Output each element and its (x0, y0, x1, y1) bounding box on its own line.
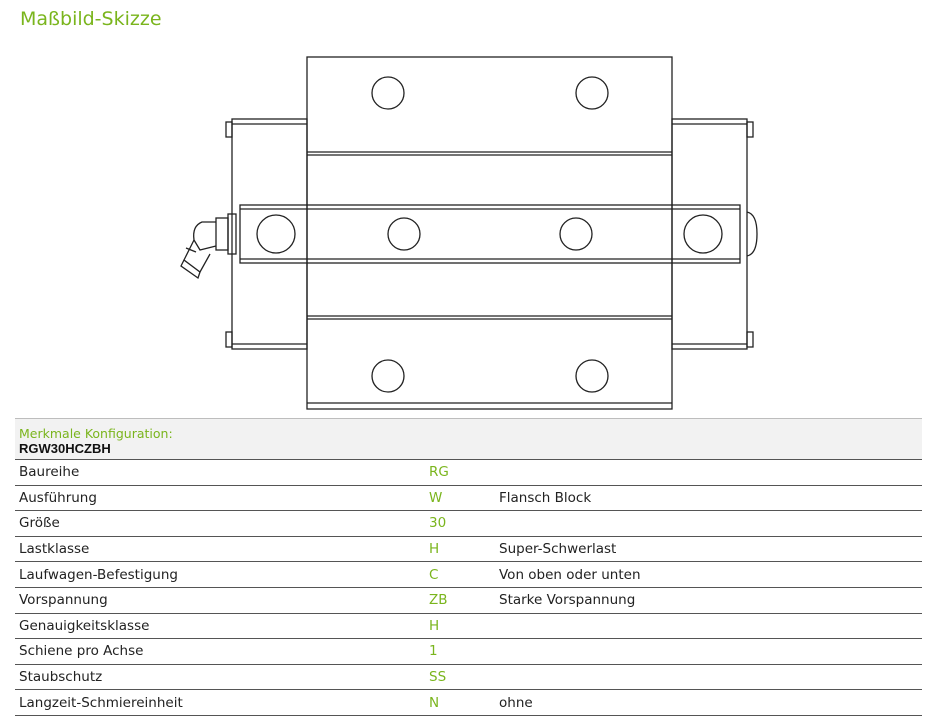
feature-name: Laufwagen-Befestigung (19, 566, 178, 583)
feature-code: H (429, 541, 440, 558)
table-row: Staubschutz SS (15, 665, 922, 691)
feature-name: Größe (19, 515, 60, 532)
feature-description: Flansch Block (499, 489, 592, 506)
feature-name: Lastklasse (19, 541, 90, 558)
feature-code: SS (429, 669, 447, 686)
feature-code: RG (429, 464, 449, 481)
table-row: Laufwagen-Befestigung C Von oben oder unte… (15, 562, 922, 588)
table-row: Ausführung W Flansch Block (15, 486, 922, 512)
feature-code: W (429, 489, 443, 506)
feature-code: C (429, 566, 439, 583)
mounting-hole (575, 76, 609, 110)
section-title: Maßbild-Skizze (20, 8, 162, 30)
configuration-table: Merkmale Konfiguration: RGW30HCZBH Baure… (15, 418, 922, 716)
feature-code: H (429, 617, 440, 634)
feature-code: 30 (429, 515, 447, 532)
rail-hole (559, 217, 593, 251)
feature-code: 1 (429, 643, 438, 660)
feature-code: ZB (429, 592, 448, 609)
end-cap-right (671, 118, 748, 350)
grease-nipple (180, 213, 237, 280)
feature-description: Starke Vorspannung (499, 592, 636, 609)
mounting-hole (575, 359, 609, 393)
mounting-hole (371, 359, 405, 393)
mounting-hole (371, 76, 405, 110)
table-row: Vorspannung ZB Starke Vorspannung (15, 588, 922, 614)
table-row: Genauigkeitsklasse H (15, 614, 922, 640)
feature-name: Schiene pro Achse (19, 643, 144, 660)
feature-code: N (429, 694, 440, 711)
configuration-header: Merkmale Konfiguration: RGW30HCZBH (15, 418, 922, 460)
feature-description: ohne (499, 694, 533, 711)
carriage-block (306, 56, 673, 410)
rail-hole (683, 214, 723, 254)
rail-hole (256, 214, 296, 254)
rail-hole (387, 217, 421, 251)
feature-name: Genauigkeitsklasse (19, 617, 150, 634)
configuration-code: RGW30HCZBH (19, 441, 111, 456)
rail (239, 204, 741, 264)
feature-name: Ausführung (19, 489, 97, 506)
table-row: Baureihe RG (15, 460, 922, 486)
feature-name: Staubschutz (19, 669, 103, 686)
feature-description: Super-Schwerlast (499, 541, 617, 558)
dimension-drawing (180, 56, 758, 410)
end-cap-left (231, 118, 308, 350)
table-row: Größe 30 (15, 511, 922, 537)
table-row: Lastklasse H Super-Schwerlast (15, 537, 922, 563)
feature-name: Baureihe (19, 464, 80, 481)
table-row: Schiene pro Achse 1 (15, 639, 922, 665)
feature-name: Vorspannung (19, 592, 108, 609)
feature-description: Von oben oder unten (499, 566, 641, 583)
feature-name: Langzeit-Schmiereinheit (19, 694, 183, 711)
configuration-label: Merkmale Konfiguration: (19, 426, 173, 441)
